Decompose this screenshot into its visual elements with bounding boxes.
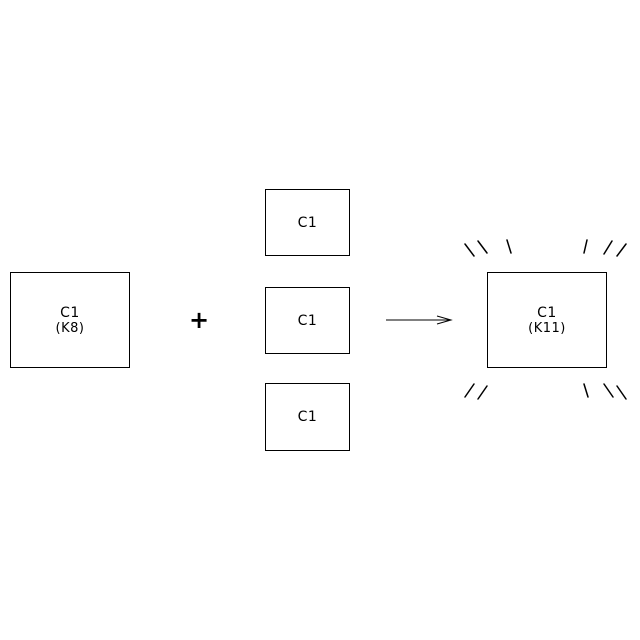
arrow [386, 316, 451, 324]
emphasis-marks-bottom-right [584, 384, 626, 399]
emphasis-marks-top-left [465, 240, 511, 256]
result-card-sublabel: (K11) [528, 321, 566, 336]
emphasis-marks-top-right [584, 240, 626, 256]
emphasis-marks-bottom-left [465, 384, 487, 399]
result-card: C1 (K11) [487, 272, 607, 368]
result-card-label: C1 [537, 305, 557, 321]
